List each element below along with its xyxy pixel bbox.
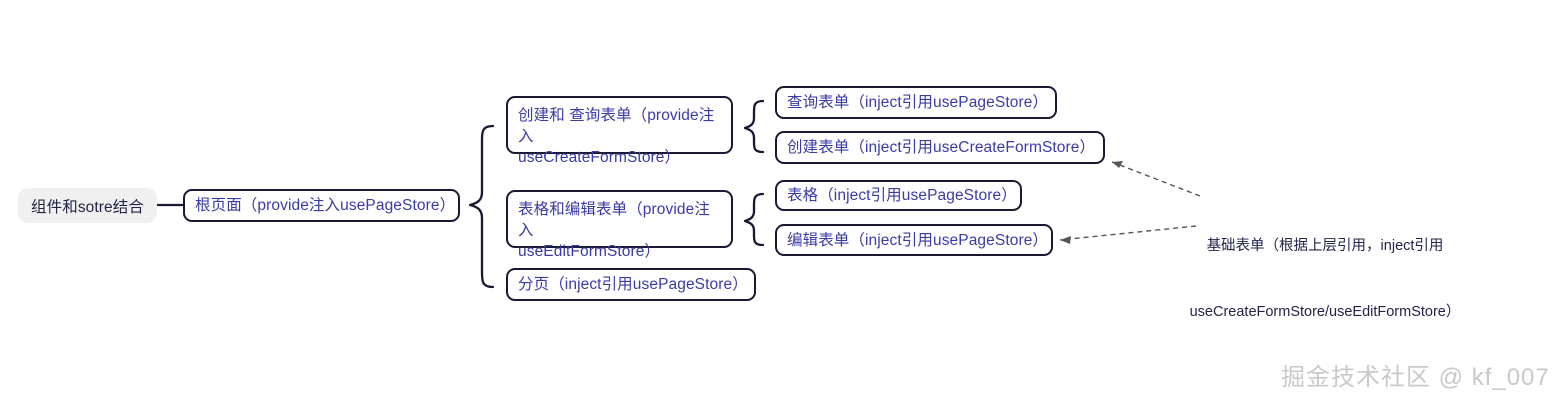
brace-root-level2 — [468, 124, 495, 289]
root-chip-label: 组件和sotre结合 — [31, 198, 144, 216]
node-pagination-label: 分页（inject引用usePageStore） — [518, 276, 748, 293]
base-form-annotation-line2: useCreateFormStore/useEditFormStore） — [1189, 304, 1461, 320]
node-query-form[interactable]: 查询表单（inject引用usePageStore） — [775, 86, 1057, 119]
root-chip[interactable]: 组件和sotre结合 — [18, 188, 157, 223]
node-table-label: 表格（inject引用usePageStore） — [787, 187, 1017, 204]
brace-group1-level3 — [743, 99, 765, 154]
base-form-annotation-line1: 基础表单（根据上层引用，inject引用 — [1206, 238, 1444, 254]
node-table-edit-form-group-label: 表格和编辑表单（provide注入 useEditFormStore） — [518, 201, 710, 260]
node-create-query-form-group-label: 创建和 查询表单（provide注入 useCreateFormStore） — [518, 107, 715, 166]
brace-group2-level3 — [743, 192, 765, 247]
node-root-page-label: 根页面（provide注入usePageStore） — [195, 197, 456, 214]
node-query-form-label: 查询表单（inject引用usePageStore） — [787, 94, 1049, 111]
node-create-query-form-group[interactable]: 创建和 查询表单（provide注入 useCreateFormStore） — [506, 96, 733, 166]
base-form-annotation: 基础表单（根据上层引用，inject引用 useCreateFormStore/… — [1180, 191, 1470, 367]
node-edit-form[interactable]: 编辑表单（inject引用usePageStore） — [775, 224, 1053, 256]
node-root-page[interactable]: 根页面（provide注入usePageStore） — [183, 189, 460, 222]
node-edit-form-label: 编辑表单（inject引用usePageStore） — [787, 231, 1049, 249]
node-create-form-label: 创建表单（inject引用useCreateFormStore） — [787, 139, 1096, 156]
node-create-form[interactable]: 创建表单（inject引用useCreateFormStore） — [775, 131, 1105, 164]
node-pagination[interactable]: 分页（inject引用usePageStore） — [506, 268, 756, 301]
dashed-arrow-to-edit-form — [1059, 225, 1197, 244]
watermark: 掘金技术社区 @ kf_007 — [1281, 364, 1550, 391]
node-table[interactable]: 表格（inject引用usePageStore） — [775, 180, 1022, 211]
node-table-edit-form-group[interactable]: 表格和编辑表单（provide注入 useEditFormStore） — [506, 190, 733, 260]
